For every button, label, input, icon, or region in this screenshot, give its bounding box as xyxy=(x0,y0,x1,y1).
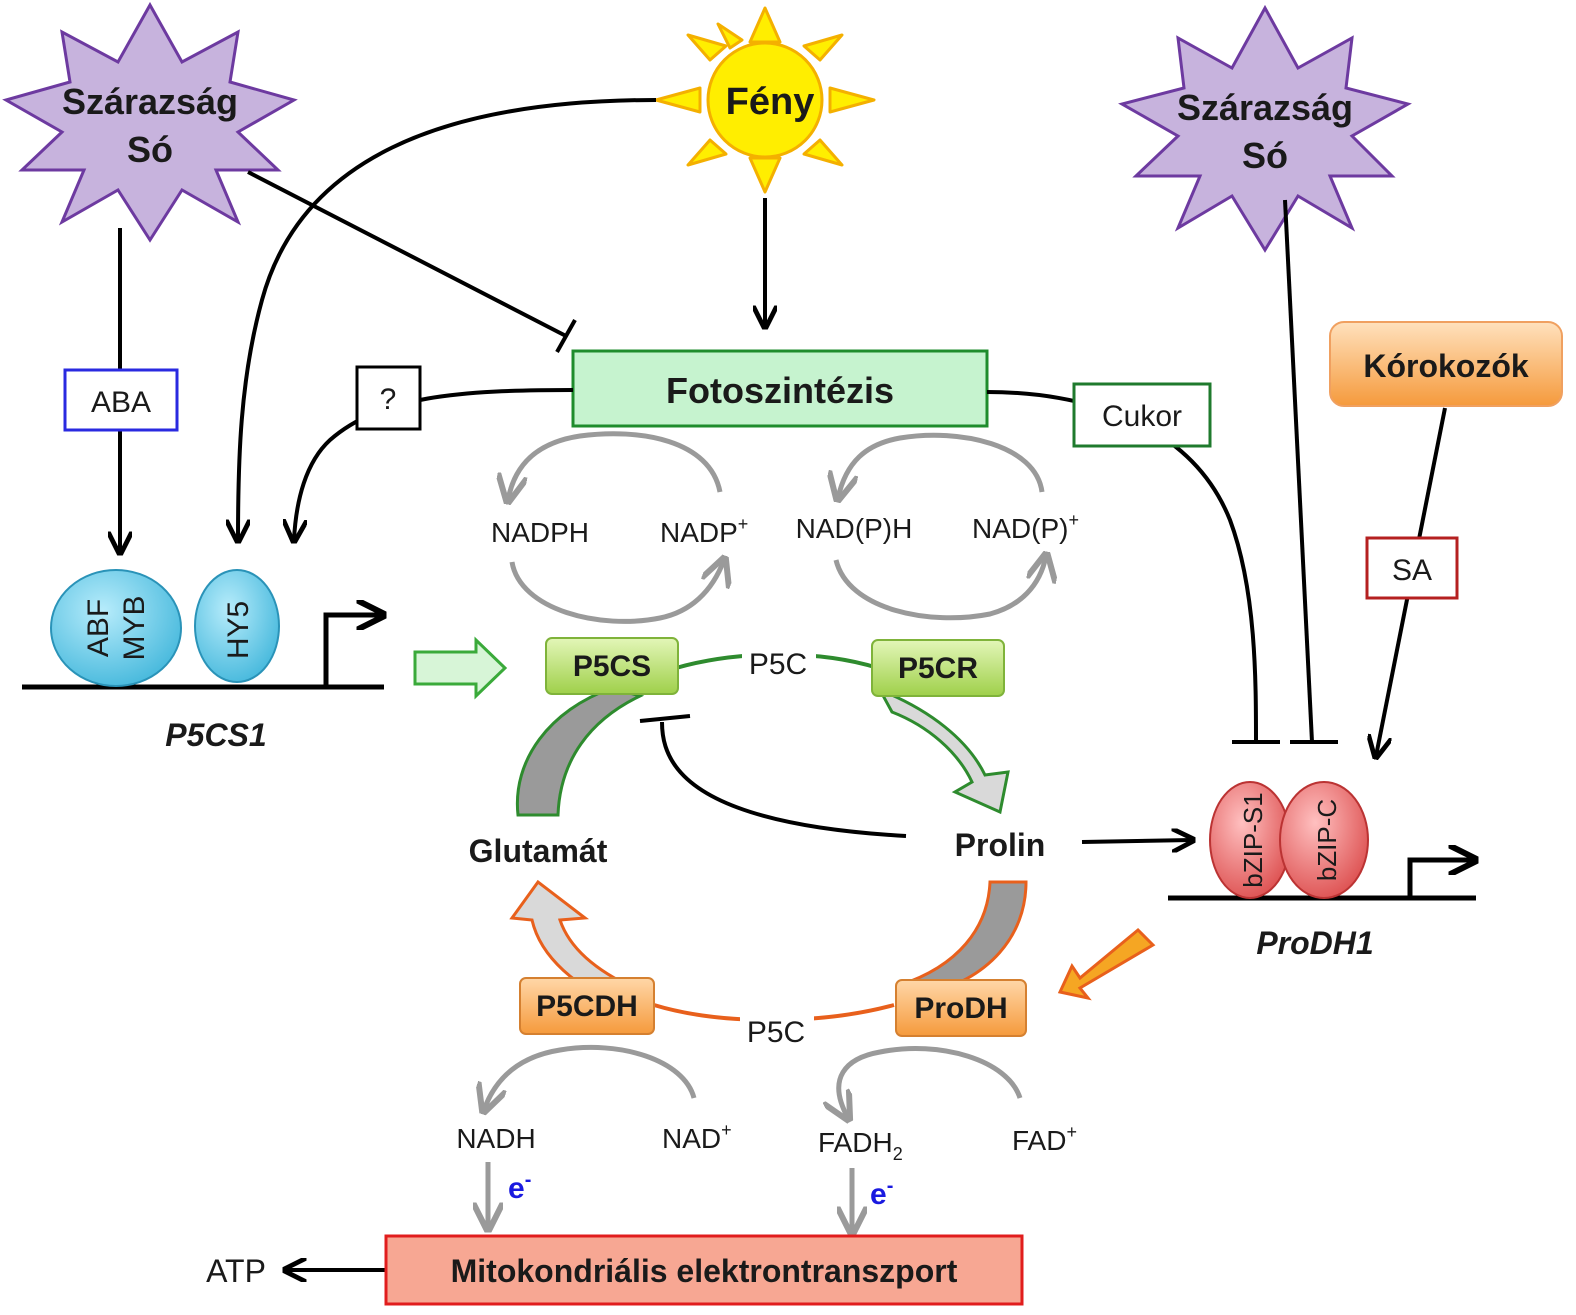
fadh2-label: FADH2 xyxy=(818,1127,903,1164)
enzyme-p5cs-label: P5CS xyxy=(573,650,651,683)
pathogens-label: Kórokozók xyxy=(1363,348,1529,384)
tf-bzip-c xyxy=(1279,781,1369,899)
aba-label: ABA xyxy=(91,386,151,419)
p5c-top-label: P5C xyxy=(749,648,807,681)
nadh-label: NADH xyxy=(456,1123,535,1154)
tf-abf-myb xyxy=(50,569,182,687)
photosynthesis-box: Fotoszintézis xyxy=(571,349,989,428)
enzyme-p5cr-label: P5CR xyxy=(898,652,978,685)
sugar-signal: Cukor xyxy=(1072,382,1212,448)
electron-right: e- xyxy=(870,1175,893,1211)
mito-etc-box: Mitokondriális elektrontranszport xyxy=(384,1234,1024,1306)
tf-myb-label: MYB xyxy=(118,595,151,660)
stress-left-line1: Szárazság xyxy=(62,81,238,122)
p5cs1-gene-name: P5CS1 xyxy=(165,717,266,753)
p5cs1-gene: ABF MYB HY5 P5CS1 xyxy=(22,569,384,753)
stress-right-burst: Szárazság Só xyxy=(1118,4,1412,253)
electron-left: e- xyxy=(508,1169,531,1205)
sugar-label: Cukor xyxy=(1102,400,1182,433)
tf-hy5-label: HY5 xyxy=(222,601,255,659)
sun-icon: Fény xyxy=(654,6,876,194)
enzyme-p5cdh: P5CDH xyxy=(519,977,655,1035)
tf-hy5 xyxy=(194,569,280,683)
stress-left-burst: Szárazság Só xyxy=(2,1,298,243)
stress-right-line1: Szárazság xyxy=(1177,87,1353,128)
enzyme-prodh: ProDH xyxy=(895,979,1027,1037)
sa-label: SA xyxy=(1392,554,1432,587)
unknown-label: ? xyxy=(380,383,397,416)
proline-label: Prolin xyxy=(955,827,1046,863)
unknown-signal: ? xyxy=(355,365,422,431)
enzyme-p5cdh-label: P5CDH xyxy=(536,990,638,1023)
tf-bzip-c-label: bZIP-C xyxy=(1312,799,1342,881)
flux-p5cr-to-proline xyxy=(876,687,1010,815)
cofactor-arrows xyxy=(484,431,1046,1232)
nadph-label: NADPH xyxy=(491,517,589,548)
tf-abf-label: ABF xyxy=(82,599,115,657)
sa-signal: SA xyxy=(1365,536,1459,600)
stress-left-line2: Só xyxy=(127,129,173,170)
pathogens-box: Kórokozók xyxy=(1329,321,1563,407)
photosynthesis-label: Fotoszintézis xyxy=(666,370,894,411)
p5c-bottom-label: P5C xyxy=(747,1016,805,1049)
aba-signal: ABA xyxy=(63,368,179,432)
nadph2-label: NAD(P)H xyxy=(796,513,913,544)
light-label: Fény xyxy=(726,81,815,123)
mito-label: Mitokondriális elektrontranszport xyxy=(451,1253,958,1289)
flux-glutamate-to-p5cs xyxy=(515,686,645,817)
enzyme-p5cr: P5CR xyxy=(871,639,1005,697)
fad-label: FAD+ xyxy=(1012,1122,1077,1156)
prodh1-gene-name: ProDH1 xyxy=(1256,925,1373,961)
enzyme-p5cs: P5CS xyxy=(545,637,679,695)
stress-right-line2: Só xyxy=(1242,135,1288,176)
induction-arrow-green xyxy=(413,636,508,700)
prodh1-gene: bZIP-S1 bZIP-C ProDH1 xyxy=(1168,781,1476,961)
atp-label: ATP xyxy=(206,1253,266,1289)
nadp-label: NADP+ xyxy=(660,514,748,548)
flux-proline-to-prodh xyxy=(895,880,1028,997)
enzyme-prodh-label: ProDH xyxy=(914,992,1007,1025)
nadp2-label: NAD(P)+ xyxy=(972,510,1079,544)
glutamate-label: Glutamát xyxy=(469,833,608,869)
tf-bzip-s1-label: bZIP-S1 xyxy=(1238,792,1268,887)
induction-arrow-orange xyxy=(1057,927,1156,1001)
nad-label: NAD+ xyxy=(662,1120,732,1154)
